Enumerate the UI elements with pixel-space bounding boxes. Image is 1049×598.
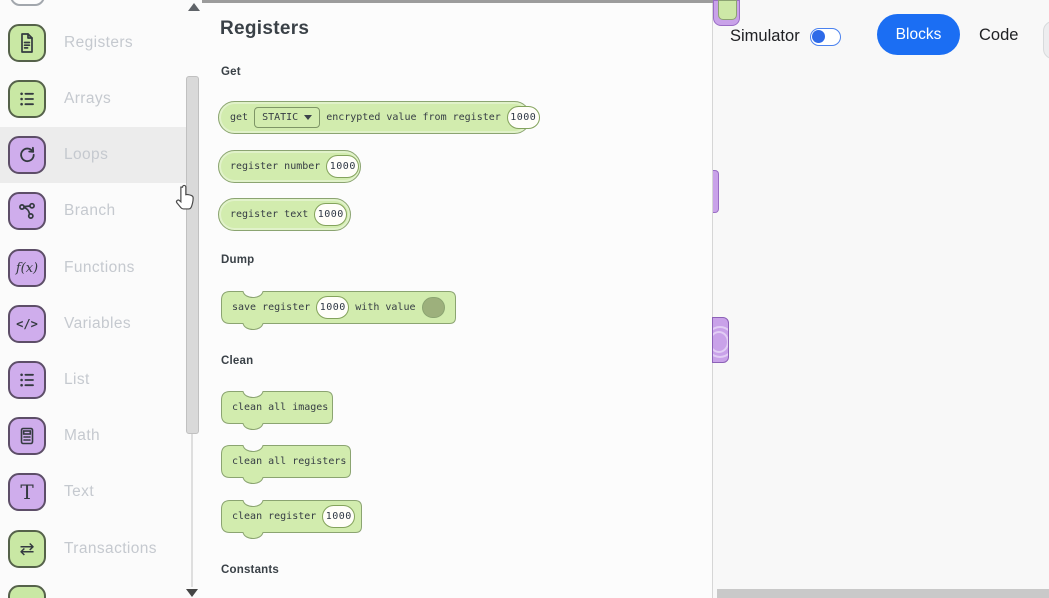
swap-arrows-icon: ⇄ [8, 530, 46, 568]
loop-arc-icon [713, 331, 728, 353]
block-text: clean all registers [232, 456, 347, 467]
sidebar-item-text[interactable]: T Text [0, 464, 186, 520]
workspace-partial-green-block [718, 0, 737, 20]
scroll-down-arrow-icon[interactable] [186, 589, 198, 597]
sidebar-item-variables[interactable]: </> Variables [0, 296, 186, 352]
bulleted-list-icon [8, 80, 46, 118]
bulleted-list-icon [8, 361, 46, 399]
code-tab-button[interactable]: Code [979, 26, 1019, 44]
scroll-up-arrow-icon[interactable] [188, 3, 200, 11]
block-text: with value [355, 302, 416, 313]
number-field[interactable]: 1000 [506, 106, 540, 129]
number-field[interactable]: 1000 [316, 296, 350, 319]
number-field[interactable]: 1000 [322, 505, 356, 528]
block-clean-register[interactable]: clean register 1000 [221, 500, 362, 541]
number-field[interactable]: 1000 [326, 155, 360, 178]
loop-arrow-icon [8, 136, 46, 174]
sidebar-item-label: Variables [64, 315, 132, 332]
sidebar-item-label: List [64, 371, 90, 388]
block-text: clean all images [232, 402, 329, 413]
document-icon [8, 24, 46, 62]
sidebar-item-label: Loops [64, 146, 109, 163]
sidebar-item-loops[interactable]: Loops [0, 127, 186, 183]
flyout-panel: Registers Get get STATIC encrypted value… [200, 0, 713, 598]
sidebar-item-list[interactable]: List [0, 352, 186, 408]
workspace-canvas[interactable]: Simulator Blocks Code [712, 0, 1049, 598]
partial-category-icon [10, 0, 45, 6]
block-save-register[interactable]: save register 1000 with value [221, 291, 456, 332]
block-register-text[interactable]: register text 1000 [218, 198, 351, 231]
sidebar-item-label: Text [64, 483, 95, 500]
workspace-horizontal-scrollbar[interactable] [717, 589, 1049, 598]
dropdown-arrow-icon [304, 115, 313, 120]
branch-icon [8, 192, 46, 230]
toolbox-scrollbar-track[interactable] [191, 434, 193, 587]
toggle-knob [812, 30, 825, 43]
sidebar-item-label: Transactions [64, 540, 157, 557]
workspace-partial-purple-block[interactable] [713, 170, 719, 213]
text-icon: T [8, 473, 46, 511]
block-text: save register [232, 302, 311, 313]
simulator-label: Simulator [730, 27, 800, 45]
block-text: encrypted value from register [326, 112, 501, 123]
sidebar-item-functions[interactable]: f(x) Functions [0, 240, 186, 296]
block-text: register number [230, 161, 321, 172]
calculator-icon [8, 417, 46, 455]
sidebar-item-label: Math [64, 427, 101, 444]
partial-right-button[interactable] [1043, 21, 1049, 59]
block-text: register text [230, 209, 309, 220]
function-icon: f(x) [8, 249, 46, 287]
sidebar-item-label: Registers [64, 34, 134, 51]
block-register-number[interactable]: register number 1000 [218, 150, 361, 183]
section-label-dump: Dump [221, 254, 255, 266]
toolbox-sidebar: Registers Arrays Loops [0, 0, 200, 598]
block-text: get [230, 112, 249, 123]
sidebar-item-branch[interactable]: Branch [0, 183, 186, 239]
block-clean-all-images[interactable]: clean all images [221, 391, 333, 432]
block-text: clean register [232, 511, 317, 522]
dropdown-field[interactable]: STATIC [254, 107, 321, 128]
workspace-partial-loop-block[interactable] [713, 0, 740, 26]
number-field[interactable]: 1000 [314, 203, 348, 226]
flyout-title: Registers [220, 18, 310, 39]
section-label-clean: Clean [221, 355, 254, 367]
toolbox-scrollbar-thumb[interactable] [186, 76, 199, 434]
section-label-constants: Constants [221, 564, 280, 576]
sidebar-item-label: Functions [64, 259, 135, 276]
simulator-toggle[interactable] [810, 28, 841, 46]
sidebar-item-label: Branch [64, 202, 116, 219]
partial-category-icon [8, 585, 46, 598]
sidebar-item-registers[interactable]: Registers [0, 15, 186, 71]
flyout-top-strip [202, 0, 713, 3]
sidebar-item-transactions[interactable]: ⇄ Transactions [0, 521, 186, 577]
blocks-tab-button[interactable]: Blocks [877, 14, 960, 55]
code-tags-icon: </> [8, 305, 46, 343]
sidebar-item-label: Arrays [64, 90, 112, 107]
sidebar-item-arrays[interactable]: Arrays [0, 71, 186, 127]
block-clean-all-registers[interactable]: clean all registers [221, 445, 351, 486]
section-label-get: Get [221, 66, 241, 78]
sidebar-item-math[interactable]: Math [0, 408, 186, 464]
loop-arc-icon [713, 326, 728, 358]
value-socket [421, 297, 445, 318]
block-get-encrypted-value[interactable]: get STATIC encrypted value from register… [218, 101, 540, 134]
workspace-partial-loop-icon-block[interactable] [712, 317, 729, 363]
